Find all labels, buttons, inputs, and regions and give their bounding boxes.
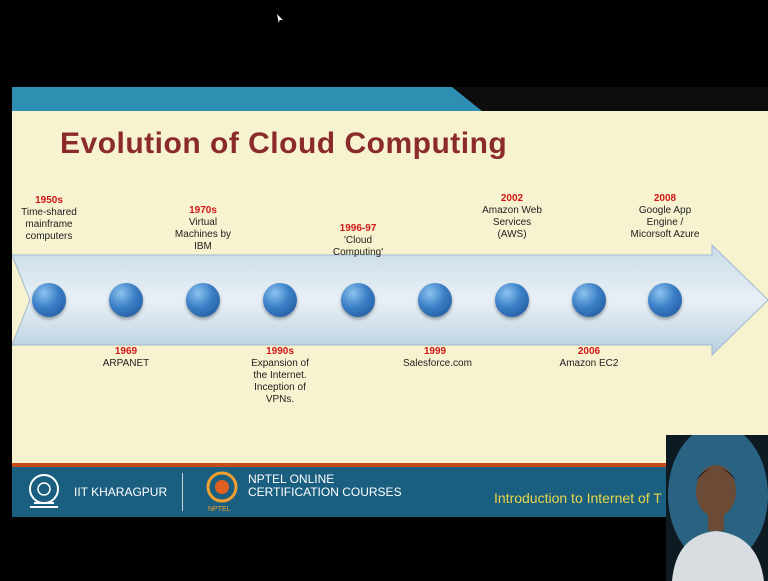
timeline-node: [418, 283, 452, 317]
timeline-node: [572, 283, 606, 317]
event-label: Virtual Machines by IBM: [174, 217, 232, 252]
nptel-logo: NPTEL: [206, 471, 238, 513]
timeline-node: [109, 283, 143, 317]
iit-kharagpur-logo: [29, 474, 59, 508]
event-year: 1950s: [35, 195, 63, 206]
timeline-arrow: [12, 243, 768, 357]
timeline-node: [495, 283, 529, 317]
timeline-node: [263, 283, 297, 317]
event-year: 2008: [653, 193, 677, 204]
slide-top-bar-accent: [12, 87, 482, 111]
mouse-cursor-icon: [277, 14, 283, 23]
footer-stripe: [12, 463, 768, 467]
event-label: Time-shared mainframe computers: [21, 207, 77, 242]
footer-bar: IIT KHARAGPUR NPTEL NPTEL ONLINE CERTIFI…: [12, 463, 768, 517]
nptel-line-2: CERTIFICATION COURSES: [248, 485, 402, 499]
event-label: Amazon EC2: [559, 358, 619, 369]
timeline-event-above: 1996-97'Cloud Computing': [323, 223, 393, 259]
event-year: 1970s: [189, 205, 217, 216]
institute-name: IIT KHARAGPUR: [74, 485, 168, 499]
timeline-node: [186, 283, 220, 317]
timeline-node: [341, 283, 375, 317]
event-label: Amazon Web Services (AWS): [482, 205, 542, 240]
course-title: Introduction to Internet of T: [494, 490, 662, 506]
nptel-logo-text: NPTEL: [208, 506, 231, 513]
timeline-node: [648, 283, 682, 317]
event-year: 1969: [114, 346, 138, 357]
event-year: 2002: [500, 193, 524, 204]
slide-title: Evolution of Cloud Computing: [60, 127, 508, 160]
event-year: 1996-97: [339, 223, 377, 234]
event-year: 1999: [423, 346, 447, 357]
event-year: 1990s: [266, 346, 294, 357]
event-label: 'Cloud Computing': [332, 235, 384, 258]
presenter-video: [666, 435, 768, 581]
event-label: Google App Engine / Micorsoft Azure: [630, 205, 700, 240]
event-label: Expansion of the Internet. Inception of …: [251, 358, 309, 405]
timeline-node: [32, 283, 66, 317]
footer-divider: [182, 473, 183, 511]
event-label: Salesforce.com: [403, 358, 472, 369]
nptel-line-1: NPTEL ONLINE: [248, 472, 335, 486]
event-year: 2006: [577, 346, 601, 357]
nptel-text: NPTEL ONLINE CERTIFICATION COURSES: [248, 473, 402, 499]
slide-top-bar: [12, 87, 768, 111]
event-label: ARPANET: [102, 358, 150, 369]
